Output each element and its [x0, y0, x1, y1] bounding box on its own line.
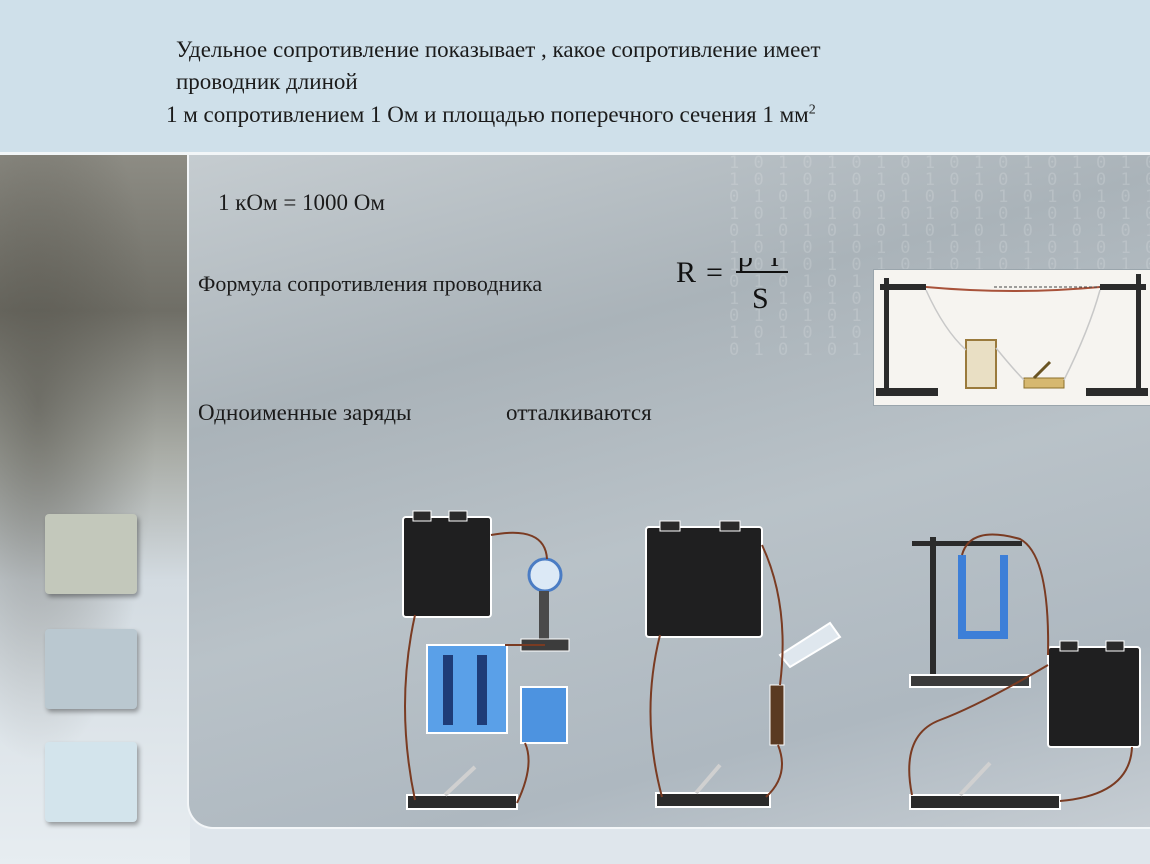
water-beaker [520, 686, 568, 744]
formula-lhs: R [676, 258, 696, 289]
wire-stand-photo [873, 269, 1150, 406]
header-banner: Удельное сопротивление показывает , како… [0, 0, 1150, 155]
left-decor-panel [0, 155, 190, 864]
swatch-3 [45, 742, 137, 822]
unit-conversion: 1 кОм = 1000 Ом [218, 190, 385, 215]
test-tube [778, 621, 842, 669]
wire-stand-illustration [874, 270, 1150, 405]
formula-equals: = [706, 258, 723, 289]
lamp [527, 557, 563, 593]
electrolysis-jar [426, 644, 508, 734]
experiment-electrolysis [402, 510, 570, 810]
charges-text-left: Одноименные заряды [198, 400, 412, 425]
battery-2 [645, 526, 763, 638]
header-line-1: Удельное сопротивление показывает , како… [176, 37, 821, 62]
battery-3 [1047, 646, 1141, 748]
swatch-2 [45, 629, 137, 709]
switch-2 [655, 792, 771, 808]
resistance-formula: R = ρ ·l S [676, 258, 788, 315]
header-line-2: проводник длиной [176, 69, 358, 94]
swatch-1 [45, 514, 137, 594]
battery-1 [402, 516, 492, 618]
formula-denominator: S [752, 282, 769, 315]
experiment-heating [645, 520, 842, 808]
header-line-3-text: 1 м сопротивлением 1 Ом и площадью попер… [166, 102, 809, 127]
content-panel: 1 0 1 0 1 0 1 0 1 0 1 0 1 0 1 0 1 0 1 0 … [187, 155, 1150, 829]
header-line-3: 1 м сопротивлением 1 Ом и площадью попер… [166, 102, 816, 128]
u-tube [958, 555, 1008, 639]
formula-label: Формула сопротивления проводника [198, 271, 543, 296]
charges-text-right: отталкиваются [506, 400, 652, 425]
formula-numerator: ρ ·l [738, 258, 779, 273]
superscript-2: 2 [808, 102, 816, 118]
stand-base [909, 674, 1031, 688]
switch-1 [406, 794, 518, 810]
experiment-u-tube [908, 533, 1141, 810]
switch-3 [909, 794, 1061, 810]
